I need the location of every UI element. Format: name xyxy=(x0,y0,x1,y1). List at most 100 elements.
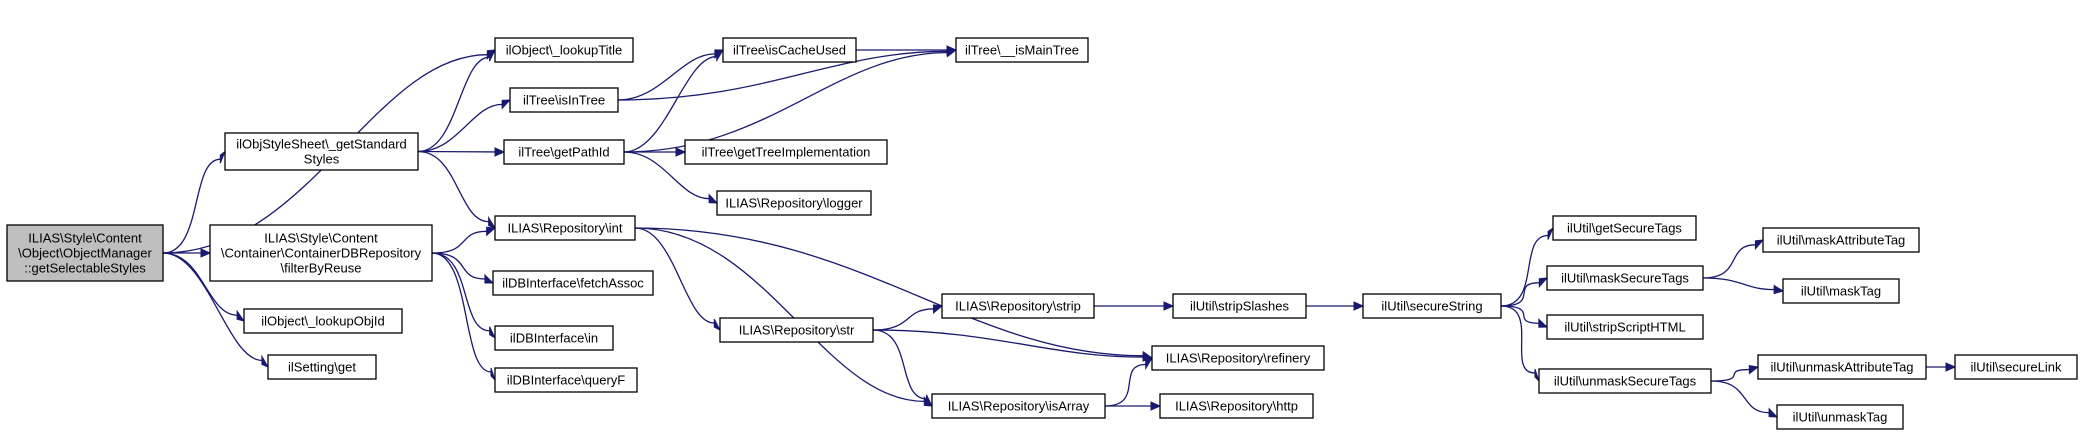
node-isCacheUsed[interactable]: ilTree\isCacheUsed xyxy=(722,37,857,63)
node-box xyxy=(716,190,872,216)
node-label-line: ilObjStyleSheet\_getStandard xyxy=(236,137,407,152)
node-maskSecureTags[interactable]: ilUtil\maskSecureTags xyxy=(1546,265,1704,291)
node-label-line: ilUtil\maskSecureTags xyxy=(1561,271,1689,286)
node-dbIn[interactable]: ilDBInterface\in xyxy=(494,325,614,351)
node-box xyxy=(494,37,634,63)
edge-repoStr-to-isArray xyxy=(872,329,934,408)
node-box xyxy=(1782,278,1900,304)
node-box xyxy=(1762,227,1920,253)
node-box xyxy=(503,139,625,165)
node-label-line: ILIAS\Repository\refinery xyxy=(1166,351,1311,366)
edge-root-to-settingGet xyxy=(162,252,270,369)
edge-unmaskSecureTags-to-unmaskAttributeTag xyxy=(1710,364,1760,382)
node-label-line: ilDBInterface\fetchAssoc xyxy=(502,276,644,291)
node-logger[interactable]: ILIAS\Repository\logger xyxy=(716,190,872,216)
node-box xyxy=(1552,215,1697,241)
node-refinery[interactable]: ILIAS\Repository\refinery xyxy=(1151,345,1325,371)
node-label-line: ilObject\_lookupObjId xyxy=(261,314,385,329)
edge-getStandardStyles-to-repoInt xyxy=(417,150,497,229)
node-label-line: ilTree\getTreeImplementation xyxy=(702,145,871,160)
node-label-line: ILIAS\Repository\str xyxy=(739,323,855,338)
node-label-line: \Object\ObjectManager xyxy=(18,246,152,261)
edge-repoStr-to-refinery xyxy=(872,329,1154,362)
node-getPathId[interactable]: ilTree\getPathId xyxy=(503,139,625,165)
edge-maskSecureTags-to-maskAttributeTag xyxy=(1702,239,1765,279)
node-label-line: ilUtil\unmaskTag xyxy=(1793,410,1888,425)
node-label-line: ilUtil\stripSlashes xyxy=(1190,299,1289,314)
node-box xyxy=(492,270,654,296)
node-repoStrip[interactable]: ILIAS\Repository\strip xyxy=(941,293,1095,319)
node-box xyxy=(955,37,1089,63)
edge-getPathId-to-isCacheUsed xyxy=(623,48,725,153)
edge-repoInt-to-isArray xyxy=(634,227,934,407)
edge-filterByReuse-to-fetchAssoc xyxy=(431,252,495,284)
node-getTreeImpl[interactable]: ilTree\getTreeImplementation xyxy=(684,139,888,165)
node-label-line: ilTree\__isMainTree xyxy=(965,43,1079,58)
node-label-line: ilUtil\unmaskAttributeTag xyxy=(1770,360,1913,375)
node-label-line: ilObject\_lookupTitle xyxy=(506,43,623,58)
node-repoStr[interactable]: ILIAS\Repository\str xyxy=(719,317,874,343)
edges-layer xyxy=(162,45,1957,418)
node-maskTag[interactable]: ilUtil\maskTag xyxy=(1782,278,1900,304)
edge-isArray-to-refinery xyxy=(1104,357,1154,407)
node-label-line: ilSetting\get xyxy=(288,360,356,375)
node-maskAttributeTag[interactable]: ilUtil\maskAttributeTag xyxy=(1762,227,1920,253)
node-queryF[interactable]: ilDBInterface\queryF xyxy=(494,367,638,393)
node-label-line: ILIAS\Repository\strip xyxy=(955,299,1081,314)
node-unmaskAttributeTag[interactable]: ilUtil\unmaskAttributeTag xyxy=(1757,354,1927,380)
node-settingGet[interactable]: ilSetting\get xyxy=(267,354,377,380)
edge-unmaskSecureTags-to-unmaskTag xyxy=(1710,380,1779,418)
node-label-line: ilUtil\unmaskSecureTags xyxy=(1554,374,1697,389)
node-label-line: ILIAS\Repository\logger xyxy=(725,196,863,211)
node-filterByReuse[interactable]: ILIAS\Style\Content\Container\ContainerD… xyxy=(209,224,433,282)
node-isMainTree[interactable]: ilTree\__isMainTree xyxy=(955,37,1089,63)
edge-repoStr-to-repoStrip xyxy=(872,304,944,331)
edge-repoInt-to-repoStr xyxy=(634,227,722,332)
node-label-line: ilDBInterface\queryF xyxy=(507,373,626,388)
node-isArray[interactable]: ILIAS\Repository\isArray xyxy=(931,393,1106,419)
edge-isInTree-to-isCacheUsed xyxy=(617,49,725,101)
edge-unmaskAttributeTag-to-secureLink xyxy=(1926,362,1957,372)
node-isInTree[interactable]: ilTree\isInTree xyxy=(509,87,619,113)
node-getSecureTags[interactable]: ilUtil\getSecureTags xyxy=(1552,215,1697,241)
node-box xyxy=(1159,393,1314,419)
edge-root-to-getStandardStyles xyxy=(162,149,227,254)
edge-getPathId-to-isMainTree xyxy=(623,48,958,153)
edge-getStandardStyles-to-isInTree xyxy=(417,99,512,153)
node-box xyxy=(931,393,1106,419)
edge-filterByReuse-to-repoInt xyxy=(431,226,497,254)
node-root[interactable]: ILIAS\Style\Content\Object\ObjectManager… xyxy=(6,224,164,282)
node-label-line: ILIAS\Style\Content xyxy=(28,231,142,246)
edge-secureString-to-maskSecureTags xyxy=(1500,277,1549,307)
node-box xyxy=(684,139,888,165)
node-box xyxy=(1151,345,1325,371)
node-http[interactable]: ILIAS\Repository\http xyxy=(1159,393,1314,419)
node-stripSlashes[interactable]: ilUtil\stripSlashes xyxy=(1172,293,1307,319)
node-box xyxy=(209,224,433,282)
nodes-layer: ILIAS\Style\Content\Object\ObjectManager… xyxy=(6,37,2078,430)
node-box xyxy=(494,367,638,393)
node-stripScriptHTML[interactable]: ilUtil\stripScriptHTML xyxy=(1546,314,1704,340)
node-label-line: ilUtil\maskAttributeTag xyxy=(1777,233,1906,248)
node-box xyxy=(1757,354,1927,380)
node-box xyxy=(494,215,636,241)
node-lookupTitle[interactable]: ilObject\_lookupTitle xyxy=(494,37,634,63)
node-repoInt[interactable]: ILIAS\Repository\int xyxy=(494,215,636,241)
node-fetchAssoc[interactable]: ilDBInterface\fetchAssoc xyxy=(492,270,654,296)
node-unmaskTag[interactable]: ilUtil\unmaskTag xyxy=(1776,404,1904,430)
node-label-line: ilTree\getPathId xyxy=(518,145,609,160)
node-label-line: ilUtil\getSecureTags xyxy=(1567,221,1682,236)
node-label-line: \Container\ContainerDBRepository xyxy=(221,246,422,261)
node-box xyxy=(6,224,164,282)
node-label-line: ilUtil\stripScriptHTML xyxy=(1564,320,1685,335)
node-secureString[interactable]: ilUtil\secureString xyxy=(1362,293,1502,319)
node-unmaskSecureTags[interactable]: ilUtil\unmaskSecureTags xyxy=(1538,368,1712,394)
edge-getStandardStyles-to-lookupTitle xyxy=(417,48,497,153)
node-box xyxy=(722,37,857,63)
node-box xyxy=(224,132,419,171)
node-lookupObjId[interactable]: ilObject\_lookupObjId xyxy=(243,308,403,334)
node-label-line: ILIAS\Repository\int xyxy=(508,221,623,236)
node-secureLink[interactable]: ilUtil\secureLink xyxy=(1954,354,2078,380)
